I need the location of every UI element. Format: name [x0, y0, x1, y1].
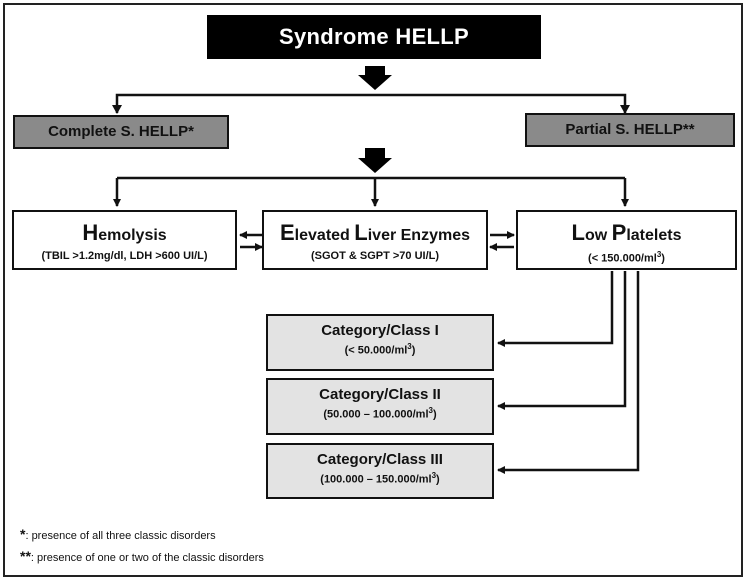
- low-platelets-box: Low Platelets (< 150.000/ml3): [516, 210, 737, 270]
- complete-hellp-box: Complete S. HELLP*: [13, 115, 229, 149]
- title-box: Syndrome HELLP: [207, 15, 541, 59]
- class-1-range: (< 50.000/ml3): [344, 342, 416, 357]
- branch-to-subtypes: [115, 93, 627, 113]
- class-1-title: Category/Class I: [321, 322, 439, 339]
- liver-enzymes-title: Elevated Liver Enzymes: [279, 220, 470, 245]
- class-3-box: Category/Class III (100.000 – 150.000/ml…: [266, 443, 494, 499]
- liver-enzymes-criteria: (SGOT & SGPT >70 UI/L): [310, 250, 440, 262]
- footnote-partial: **: presence of one or two of the classi…: [20, 548, 264, 564]
- arrow-to-complete: [112, 105, 122, 114]
- arrow-to-partial: [620, 105, 630, 114]
- complete-hellp-label: Complete S. HELLP*: [48, 123, 194, 140]
- diagram-frame: [3, 3, 743, 577]
- partial-hellp-label: Partial S. HELLP**: [565, 121, 695, 138]
- footnote-complete: *: presence of all three classic disorde…: [20, 526, 216, 542]
- class-3-title: Category/Class III: [317, 451, 443, 468]
- class-2-title: Category/Class II: [319, 386, 441, 403]
- arrow-to-class-3: [497, 271, 640, 474]
- low-platelets-criteria: (< 150.000/ml3): [588, 250, 665, 265]
- block-arrow-top: [358, 66, 392, 90]
- hemolysis-title: Hemolysis: [82, 220, 167, 245]
- class-2-box: Category/Class II (50.000 – 100.000/ml3): [266, 378, 494, 435]
- liver-enzymes-box: Elevated Liver Enzymes (SGOT & SGPT >70 …: [262, 210, 488, 270]
- block-arrow-middle: [358, 148, 392, 173]
- arrow-to-class-1: [497, 271, 614, 347]
- arrow-to-class-2: [497, 271, 627, 410]
- low-platelets-title: Low Platelets: [571, 220, 682, 245]
- class-1-box: Category/Class I (< 50.000/ml3): [266, 314, 494, 371]
- hemolysis-box: Hemolysis (TBIL >1.2mg/dl, LDH >600 UI/L…: [12, 210, 237, 270]
- partial-hellp-box: Partial S. HELLP**: [525, 113, 735, 147]
- title-text: Syndrome HELLP: [278, 24, 469, 49]
- class-3-range: (100.000 – 150.000/ml3): [320, 471, 440, 486]
- hemolysis-criteria: (TBIL >1.2mg/dl, LDH >600 UI/L): [41, 250, 208, 262]
- class-2-range: (50.000 – 100.000/ml3): [323, 406, 437, 421]
